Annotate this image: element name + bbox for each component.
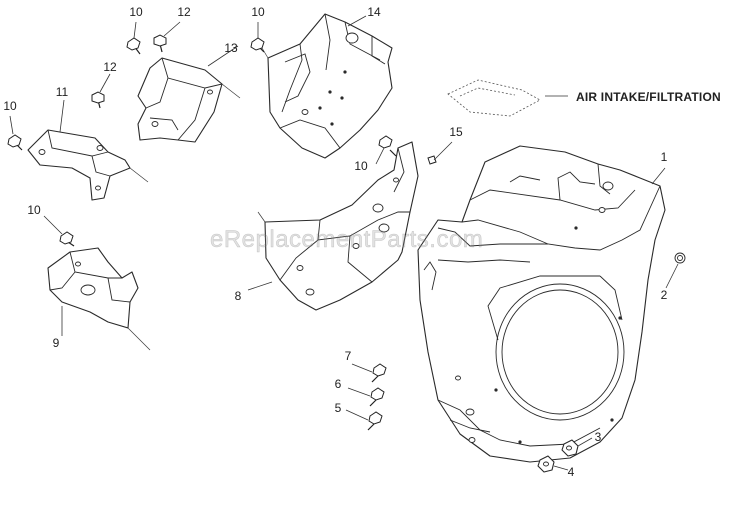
watermark-text: eReplacementParts.com <box>210 226 484 254</box>
callout-10[interactable]: 10 <box>354 159 368 173</box>
bolt-10-a <box>126 37 141 55</box>
part-2-plug <box>674 252 686 264</box>
part-3-nut <box>561 439 579 457</box>
callout-12[interactable]: 12 <box>103 60 117 74</box>
bolt-6 <box>369 387 385 407</box>
screw-12-a <box>153 34 167 53</box>
callout-10[interactable]: 10 <box>3 99 17 113</box>
callout-8[interactable]: 8 <box>234 289 242 303</box>
callout-7[interactable]: 7 <box>344 349 352 363</box>
part-14-upper-cover <box>261 13 393 159</box>
part-4-nut <box>537 455 555 473</box>
bolt-10-c <box>7 134 23 151</box>
callout-10[interactable]: 10 <box>27 203 41 217</box>
part-11-bracket <box>27 129 149 201</box>
callout-11[interactable]: 11 <box>55 85 69 99</box>
callout-2[interactable]: 2 <box>660 288 668 302</box>
callout-15[interactable]: 15 <box>449 125 463 139</box>
clip-15 <box>427 155 437 165</box>
leader-lines <box>9 15 679 471</box>
bolt-5 <box>367 411 383 431</box>
part-9-lower-bracket <box>47 247 151 351</box>
part-1-blower-housing <box>417 145 666 463</box>
callout-14[interactable]: 14 <box>367 5 381 19</box>
callout-10[interactable]: 10 <box>129 5 143 19</box>
callout-6[interactable]: 6 <box>334 377 342 391</box>
bolt-7 <box>371 363 387 383</box>
air-intake-reference-outline <box>447 79 568 117</box>
bolt-10-b <box>250 37 265 53</box>
screw-12-b <box>91 91 105 109</box>
callout-10[interactable]: 10 <box>251 5 265 19</box>
callout-12[interactable]: 12 <box>177 5 191 19</box>
air-intake-filtration-label[interactable]: AIR INTAKE/FILTRATION <box>576 90 721 104</box>
callout-13[interactable]: 13 <box>224 41 238 55</box>
callout-3[interactable]: 3 <box>594 430 602 444</box>
bolt-10-d <box>59 231 75 247</box>
callout-9[interactable]: 9 <box>52 336 60 350</box>
callout-1[interactable]: 1 <box>660 150 668 164</box>
part-8-center-baffle <box>257 141 419 311</box>
callout-4[interactable]: 4 <box>567 465 575 479</box>
callout-5[interactable]: 5 <box>334 401 342 415</box>
bolt-10-e <box>378 135 397 157</box>
part-13-shroud-cover <box>137 57 241 143</box>
